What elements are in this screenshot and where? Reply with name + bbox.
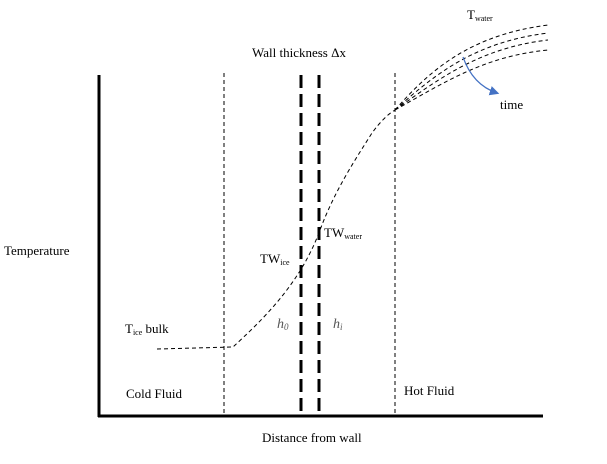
t-ice-bulk-rest: bulk — [142, 321, 169, 336]
hi-base: h — [333, 317, 340, 332]
cold-fluid-label: Cold Fluid — [126, 386, 182, 401]
wall-thickness-label: Wall thickness Δx — [252, 45, 346, 60]
tw-water-base: TW — [324, 225, 345, 240]
tw-water-label: TWwater — [324, 225, 362, 241]
tw-ice-sub: ice — [280, 258, 290, 267]
h0-sub: 0 — [284, 322, 289, 332]
x-axis-label: Distance from wall — [262, 430, 362, 445]
t-water-sub: water — [474, 14, 493, 23]
t-ice-bulk-sub: ice — [132, 328, 143, 337]
temperature-profile-curve — [156, 109, 396, 350]
t-ice-bulk-label: Tice bulk — [125, 321, 169, 337]
time-arrow — [462, 56, 500, 96]
t-ice-bulk-base: T — [125, 321, 133, 336]
h0-base: h — [277, 317, 284, 332]
t-water-base: T — [467, 7, 475, 22]
tw-ice-base: TW — [260, 251, 281, 266]
hot-profile-curve-1 — [394, 24, 549, 111]
hot-profile-curve-3 — [394, 39, 549, 111]
hot-profile-curve-2 — [394, 32, 549, 111]
hot-profile-curve-4 — [394, 49, 549, 111]
tw-ice-label: TWice — [260, 251, 290, 267]
hi-label: hi — [333, 317, 343, 332]
h0-label: h0 — [277, 317, 289, 332]
y-axis-label: Temperature — [4, 243, 70, 258]
hi-sub: i — [340, 322, 343, 332]
t-water-label: Twater — [467, 7, 493, 23]
hot-fluid-label: Hot Fluid — [404, 383, 455, 398]
tw-water-sub: water — [344, 232, 362, 241]
time-label: time — [500, 97, 524, 112]
